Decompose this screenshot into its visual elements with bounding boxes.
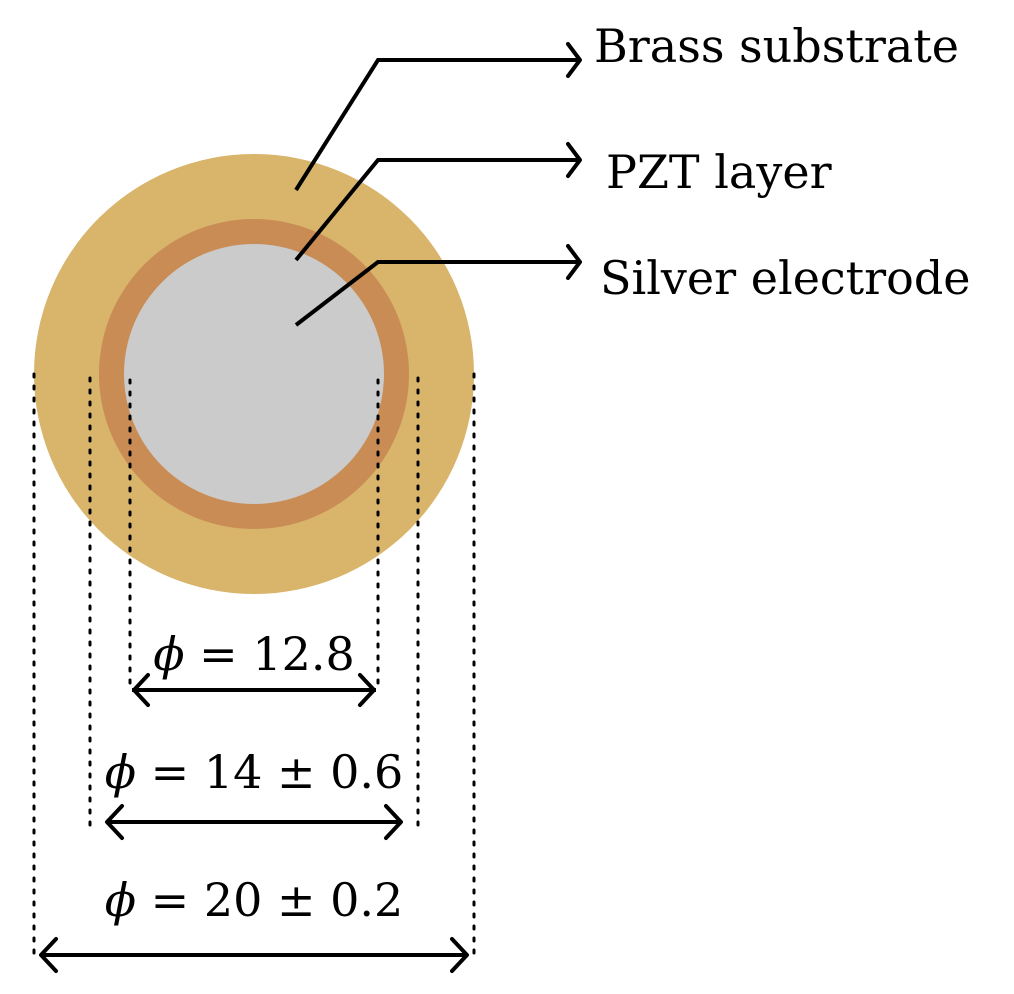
phi-symbol: ϕ xyxy=(153,627,184,681)
silver-electrode-label: Silver electrode xyxy=(600,251,971,305)
dimension-brass-label: ϕ = 20 ± 0.2 xyxy=(105,873,404,927)
arrowhead-silver-icon xyxy=(566,244,582,280)
arrow-left-icon xyxy=(39,937,58,973)
dimension-brass: ϕ = 20 ± 0.2 xyxy=(39,873,469,973)
leader-pzt xyxy=(294,142,582,262)
dimension-value: = 12.8 xyxy=(185,627,355,681)
pzt-layer-label: PZT layer xyxy=(606,145,832,199)
arrow-right-icon xyxy=(450,937,469,973)
dimension-silver-label: ϕ = 12.8 xyxy=(153,627,355,681)
arrowhead-brass-icon xyxy=(566,42,582,78)
silver-electrode-disc xyxy=(124,244,384,504)
dimension-pzt-label: ϕ = 14 ± 0.6 xyxy=(105,745,404,799)
projection-lines xyxy=(32,372,476,957)
arrow-left-icon xyxy=(132,673,150,707)
arrow-right-icon xyxy=(384,804,403,840)
phi-symbol: ϕ xyxy=(105,873,136,927)
arrowhead-pzt-icon xyxy=(566,142,582,178)
arrow-left-icon xyxy=(105,804,124,840)
dimension-value: = 20 ± 0.2 xyxy=(136,873,403,927)
leader-brass xyxy=(294,42,582,192)
arrow-right-icon xyxy=(358,673,376,707)
dimension-value: = 14 ± 0.6 xyxy=(136,745,403,799)
brass-substrate-label: Brass substrate xyxy=(594,19,959,73)
phi-symbol: ϕ xyxy=(105,745,136,799)
leader-silver xyxy=(294,244,582,327)
dimension-pzt: ϕ = 14 ± 0.6 xyxy=(105,745,404,840)
dimension-silver: ϕ = 12.8 xyxy=(132,627,376,707)
